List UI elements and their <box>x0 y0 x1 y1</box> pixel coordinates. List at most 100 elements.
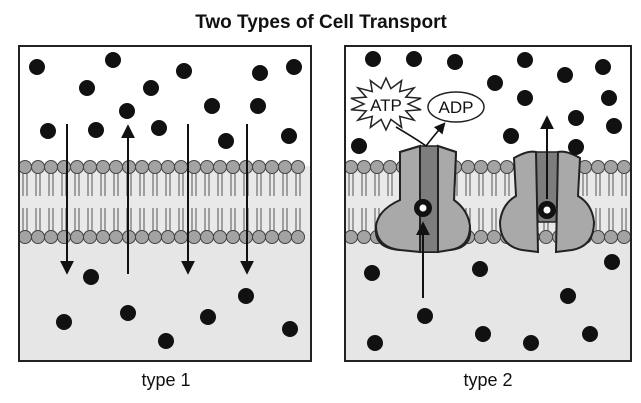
particle <box>595 59 611 75</box>
bound-particle-center <box>543 206 551 214</box>
particle <box>176 63 192 79</box>
adp-bubble-shape <box>427 91 485 123</box>
phospholipid-head <box>357 160 371 174</box>
atp-label: ATP <box>370 96 402 115</box>
phospholipid-head <box>252 160 266 174</box>
particle <box>472 261 488 277</box>
phospholipid-head <box>591 160 605 174</box>
panel-border <box>18 45 312 362</box>
phospholipid-head <box>278 230 292 244</box>
phospholipid-head <box>500 160 514 174</box>
phospholipid-head <box>174 230 188 244</box>
phospholipid-head <box>487 230 501 244</box>
particle <box>204 98 220 114</box>
phospholipid-head <box>617 230 631 244</box>
phospholipid-head <box>135 230 149 244</box>
phospholipid-head <box>70 160 84 174</box>
phospholipid-head <box>213 230 227 244</box>
phospholipid-head <box>474 160 488 174</box>
phospholipid-head <box>345 230 358 244</box>
carrier-protein-shape <box>498 150 540 254</box>
phospholipid-head <box>370 160 384 174</box>
carrier-protein-shape <box>374 144 421 254</box>
atp-conversion-arrow <box>395 122 446 148</box>
particle <box>568 139 584 155</box>
phospholipid-head <box>252 230 266 244</box>
phospholipid-head <box>57 160 71 174</box>
particle <box>517 52 533 68</box>
phospholipid-head <box>31 230 45 244</box>
particle <box>351 138 367 154</box>
phospholipid-head <box>187 230 201 244</box>
cell-membrane <box>19 160 311 244</box>
particle <box>365 51 381 67</box>
phospholipid-head <box>44 160 58 174</box>
carrier-protein-shape <box>554 150 596 254</box>
phospholipid-head <box>213 160 227 174</box>
particle <box>143 80 159 96</box>
particle <box>447 54 463 70</box>
panel-caption: type 2 <box>463 370 512 390</box>
particle <box>560 288 576 304</box>
phospholipid-head <box>19 160 32 174</box>
phospholipid-head <box>474 230 488 244</box>
particle <box>568 110 584 126</box>
particle <box>158 333 174 349</box>
particle <box>281 128 297 144</box>
particle <box>557 67 573 83</box>
phospholipid-head <box>200 160 214 174</box>
phospholipid-head <box>174 160 188 174</box>
phospholipid-head <box>83 230 97 244</box>
atp-burst-shape <box>350 76 422 132</box>
bound-particle-center <box>419 204 427 212</box>
phospholipid-head <box>161 230 175 244</box>
particles-group <box>351 51 622 351</box>
particle <box>250 98 266 114</box>
adp-bubble: ADP <box>427 91 485 123</box>
phospholipid-head <box>604 160 618 174</box>
particle <box>517 90 533 106</box>
phospholipid-head <box>291 230 305 244</box>
particle <box>88 122 104 138</box>
phospholipid-head <box>291 160 305 174</box>
phospholipid-head <box>383 160 397 174</box>
particle <box>29 59 45 75</box>
phospholipid-head <box>161 160 175 174</box>
phospholipid-head <box>187 160 201 174</box>
particle <box>151 120 167 136</box>
phospholipid-head <box>226 160 240 174</box>
phospholipid-head <box>200 230 214 244</box>
phospholipid-head <box>487 160 501 174</box>
panel-border <box>344 45 632 362</box>
particle <box>83 269 99 285</box>
membrane-core <box>19 166 311 238</box>
phospholipid-head <box>539 230 553 244</box>
phospholipid-head <box>617 160 631 174</box>
panel-type-2: ATP ADP type 2 <box>344 45 632 390</box>
particle <box>487 75 503 91</box>
particle <box>218 133 234 149</box>
phospholipid-head <box>135 160 149 174</box>
phospholipid-head <box>109 230 123 244</box>
particle <box>200 309 216 325</box>
inside-region <box>345 238 631 361</box>
particle <box>238 288 254 304</box>
panel-caption: type 1 <box>141 370 190 390</box>
phospholipid-head <box>109 160 123 174</box>
particle <box>367 335 383 351</box>
particles-group <box>29 52 302 349</box>
particle <box>523 335 539 351</box>
phospholipid-head <box>96 160 110 174</box>
phospholipid-head <box>70 230 84 244</box>
particle <box>105 52 121 68</box>
phospholipid-head <box>278 160 292 174</box>
transport-arrows <box>60 124 254 275</box>
outside-region <box>19 46 311 166</box>
phospholipid-head <box>345 160 358 174</box>
particle <box>601 90 617 106</box>
particle <box>406 51 422 67</box>
phospholipid-head <box>604 230 618 244</box>
phospholipid-head <box>96 230 110 244</box>
particle <box>119 103 135 119</box>
atp-burst: ATP <box>350 76 422 132</box>
